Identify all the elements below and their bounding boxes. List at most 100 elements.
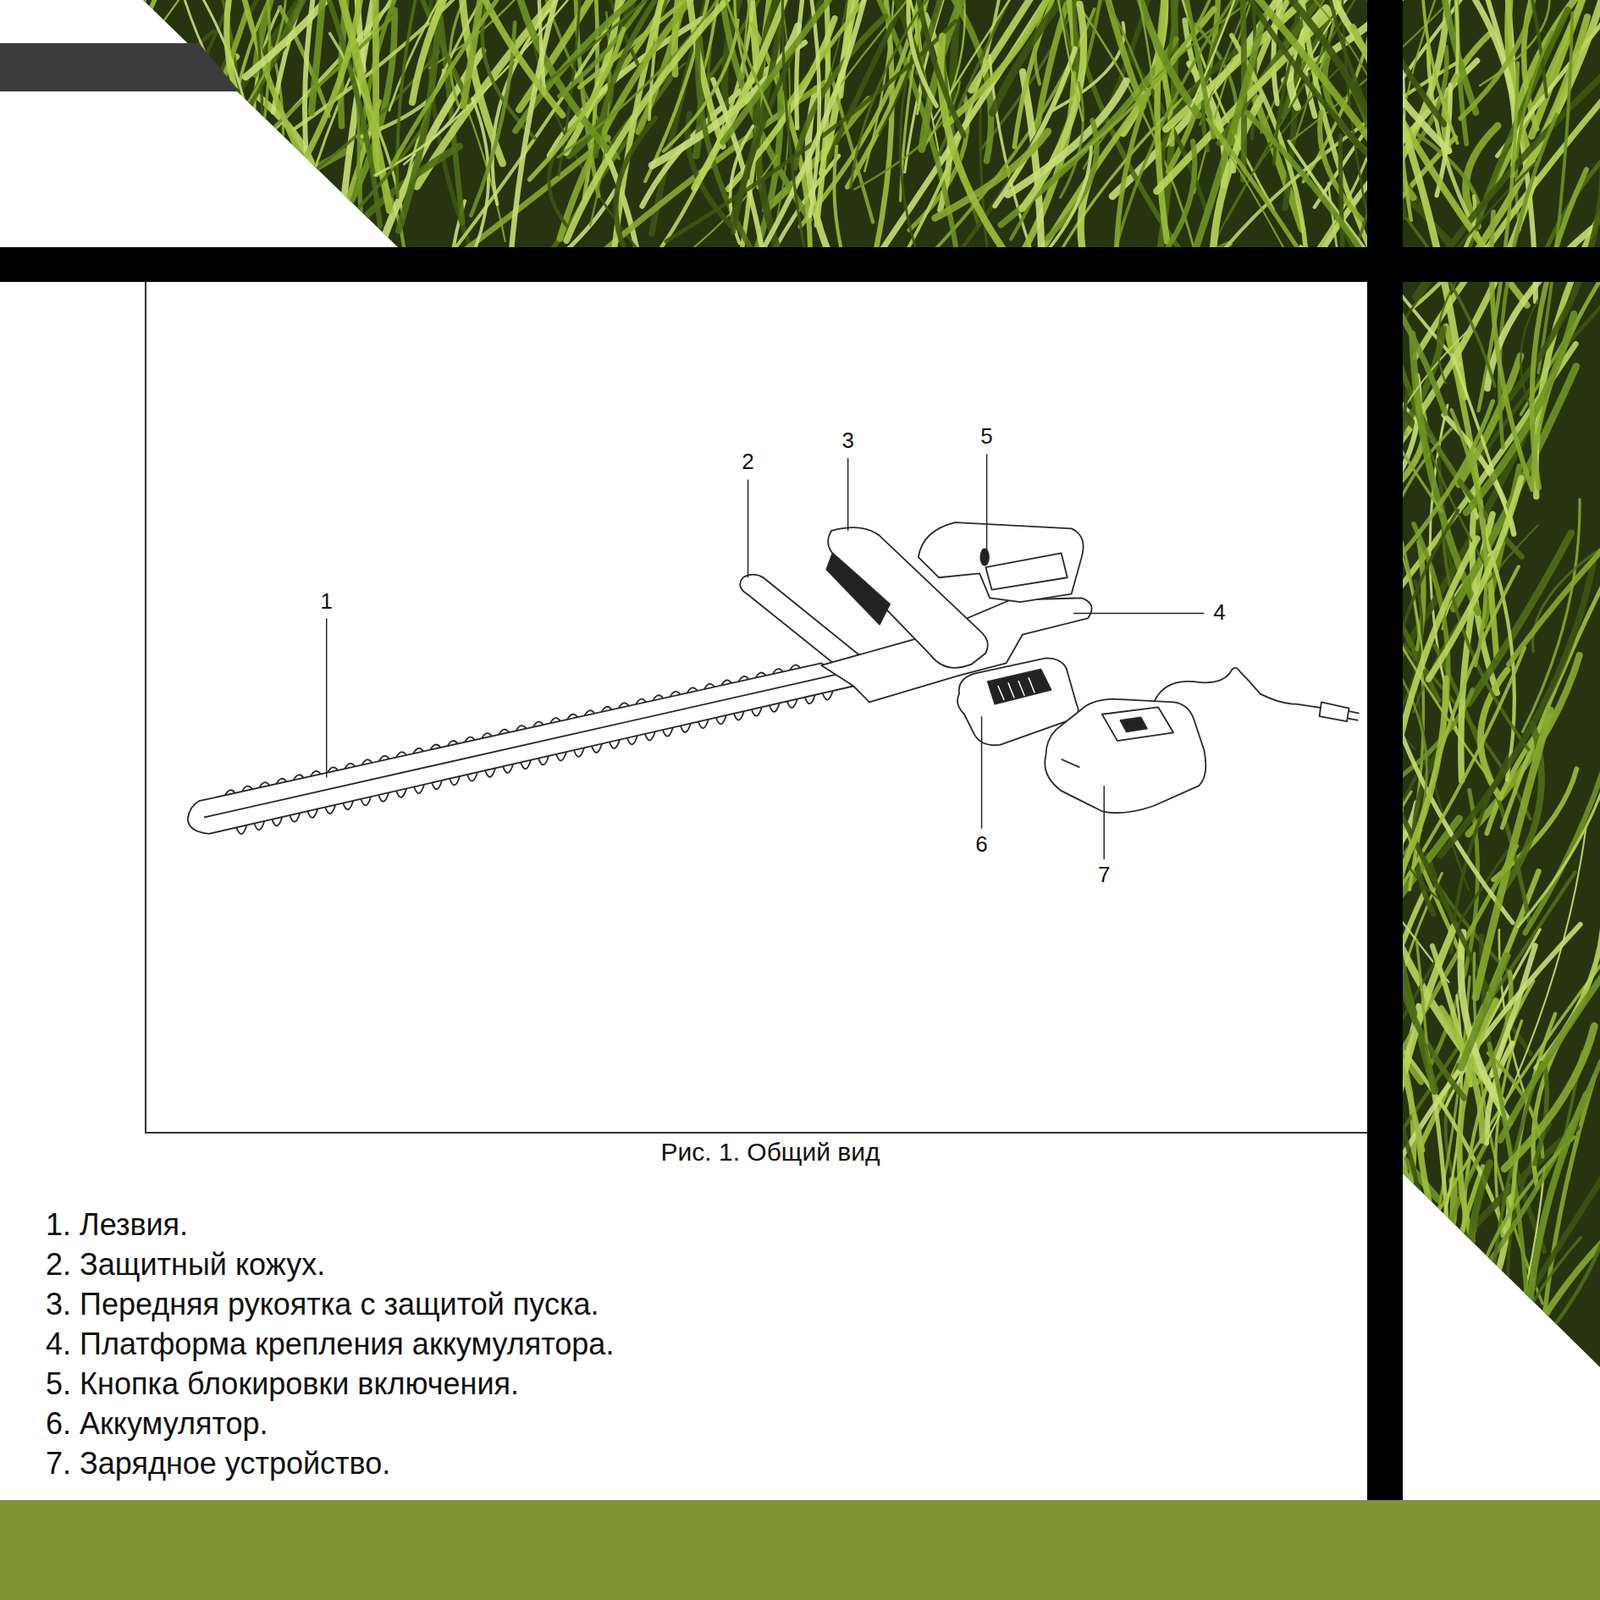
plug	[1319, 701, 1350, 722]
drawing-part	[396, 788, 407, 798]
drawing-part	[362, 759, 373, 765]
black-bar	[1367, 0, 1403, 1501]
grass-blades	[23, 0, 1600, 1433]
drawing-part	[485, 768, 496, 778]
drawing-part	[1047, 120, 1098, 238]
handle-grip	[826, 552, 890, 624]
drawing-part	[680, 723, 691, 733]
drawing-part	[360, 796, 371, 806]
leader-line	[847, 457, 849, 531]
drawing-part	[1148, 0, 1214, 138]
drawing-part	[652, 695, 663, 701]
drawing-part	[733, 711, 745, 720]
drawing-part	[225, 789, 236, 795]
drawing-part	[307, 809, 318, 818]
drawing-part	[375, 103, 462, 177]
drawing-part	[498, 729, 509, 735]
drawing-part	[738, 676, 749, 682]
callout-number: 2	[739, 448, 756, 476]
drawing-part	[1264, 1213, 1363, 1360]
drawing-part	[1445, 1280, 1496, 1379]
charger	[1044, 699, 1206, 814]
legend-item: 3. Передняя рукоятка с защитой пуска.	[45, 1286, 600, 1322]
drawing-part	[538, 0, 547, 94]
legend-item: 1. Лезвия.	[45, 1207, 188, 1242]
leader-line	[325, 617, 327, 778]
drawing-part	[1308, 438, 1356, 743]
legend-item: 5. Кнопка блокировки включения.	[45, 1366, 519, 1402]
drawing-part	[1192, 1140, 1368, 1374]
drawing-part	[1471, 1224, 1519, 1366]
drawing-part	[1037, 0, 1083, 122]
blade	[187, 662, 856, 834]
drawing-part	[1409, 1194, 1435, 1389]
drawing-part	[1460, 1253, 1475, 1414]
legend-item: 6. Аккумулятор.	[45, 1406, 269, 1441]
drawing-part	[992, 0, 1205, 113]
drawing-part	[1283, 1032, 1443, 1358]
drawing-part	[391, 0, 530, 167]
drawing-part	[1491, 945, 1535, 1076]
drawing-part	[1504, 1026, 1595, 1170]
drawing-part	[670, 691, 681, 697]
leader-line	[1103, 785, 1104, 860]
drawing-part	[447, 740, 458, 746]
drawing-part	[538, 755, 549, 765]
frame-line	[144, 1131, 1368, 1134]
drawing-part	[413, 784, 425, 794]
drawing-part	[259, 782, 270, 788]
footer-band	[0, 1500, 1600, 1600]
drawing-part	[1126, 0, 1198, 116]
drawing-part	[1395, 717, 1513, 923]
charger-contacts	[1120, 717, 1147, 732]
drawing-part	[789, 664, 800, 670]
drawing-part	[1406, 218, 1496, 387]
drawing-part	[1007, 81, 1126, 195]
drawing-part	[1283, 357, 1378, 559]
drawing-part	[566, 0, 731, 241]
drawing-part	[1376, 1127, 1577, 1356]
drawing-part	[1287, 713, 1375, 947]
drawing-part	[248, 149, 349, 228]
drawing-part	[396, 751, 407, 757]
drawing-part	[1429, 0, 1477, 113]
leader-line	[747, 480, 749, 579]
drawing-part	[1295, 825, 1369, 1181]
drawing-part	[716, 715, 727, 724]
drawing-part	[850, 0, 983, 188]
drawing-part	[344, 763, 355, 769]
drawing-part	[520, 760, 531, 769]
battery-ribs	[998, 677, 1035, 701]
drawing-part	[464, 737, 475, 743]
drawing-part	[751, 706, 762, 716]
leader-line	[1073, 612, 1204, 614]
drawing-part	[1417, 1129, 1474, 1330]
drawing-part	[1183, 341, 1353, 573]
drawing-part	[206, 0, 350, 192]
drawing-part	[772, 668, 784, 674]
blade-spine	[204, 674, 837, 818]
drawing-part	[782, 0, 810, 277]
drawing-part	[1507, 165, 1600, 401]
drawing-part	[573, 748, 585, 757]
drawing-part	[1440, 562, 1594, 856]
drawing-part	[755, 672, 767, 678]
callout-number: 1	[317, 588, 335, 616]
drawing-part	[467, 772, 478, 781]
drawing-part	[1295, 888, 1354, 980]
drawing-part	[645, 731, 656, 740]
drawing-part	[1296, 811, 1354, 961]
drawing-part	[822, 690, 834, 700]
drawing-part	[1340, 135, 1358, 450]
legend-item: 4. Платформа крепления аккумулятора.	[45, 1326, 614, 1362]
drawing-part	[242, 786, 253, 792]
drawing-part	[115, 0, 223, 264]
drawing-part	[1422, 0, 1458, 144]
drawing-part	[1280, 670, 1376, 881]
drawing-part	[796, 0, 809, 128]
drawing-part	[805, 695, 816, 704]
drawing-part	[1508, 522, 1600, 665]
lock-button	[980, 548, 989, 565]
drawing-part	[556, 751, 567, 761]
